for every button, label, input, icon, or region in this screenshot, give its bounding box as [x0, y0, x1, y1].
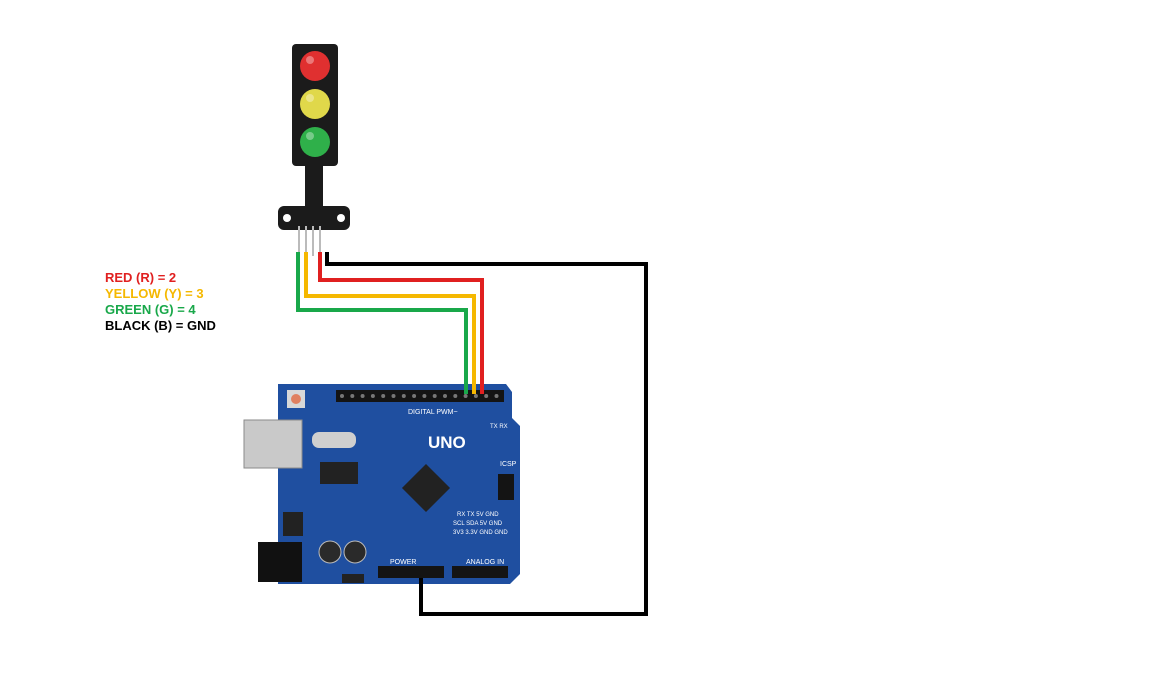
header-pin — [473, 394, 478, 398]
board-pcb — [278, 384, 520, 584]
header-pin — [432, 394, 437, 398]
digital-header-label: DIGITAL PWM~ — [408, 409, 458, 416]
crystal — [312, 432, 356, 448]
power-header-label: POWER — [390, 559, 416, 566]
yellow-wire — [304, 252, 476, 394]
digital-header — [336, 390, 504, 402]
header-pin — [350, 394, 355, 398]
tx-rx-label: TX RX — [490, 424, 508, 430]
header-pin — [463, 394, 468, 398]
traffic-light-module — [278, 44, 350, 256]
mount-hole-right — [337, 214, 345, 222]
microcontroller-chip — [401, 463, 451, 513]
module-pin — [312, 226, 314, 256]
header-pin — [412, 394, 417, 398]
black-wire — [325, 252, 648, 616]
header-pin — [391, 394, 396, 398]
usb-chip — [320, 462, 358, 484]
red-wire — [318, 252, 484, 394]
capacitor-2 — [343, 540, 367, 564]
traffic-light-stem — [305, 160, 323, 210]
header-pin — [340, 394, 344, 398]
arduino-uno-board: UNO DIGITAL PWM~ POWER ANALOG IN ICSP TX… — [243, 384, 520, 584]
analog-header-label: ANALOG IN — [466, 559, 504, 566]
header-pin — [453, 394, 458, 398]
red-lamp — [300, 51, 330, 81]
diode — [342, 574, 364, 583]
reset-button-cap — [291, 394, 301, 404]
icsp-header — [498, 474, 514, 500]
green-wire — [296, 252, 468, 394]
header-pin — [484, 394, 489, 398]
board-name: UNO — [428, 433, 466, 452]
yellow-lamp — [300, 89, 330, 119]
mount-hole-left — [283, 214, 291, 222]
header-pin — [443, 394, 447, 398]
header-pin — [494, 394, 499, 398]
aux-pin-label-2: SCL SDA 5V GND — [453, 521, 503, 527]
green-lamp — [300, 127, 330, 157]
header-pin — [370, 394, 375, 398]
aux-pin-label-1: RX TX 5V GND — [457, 512, 499, 518]
module-pin — [298, 226, 300, 256]
module-pin — [305, 226, 307, 256]
yellow-lamp-shine — [306, 94, 314, 102]
header-pin — [422, 394, 427, 398]
pin-legend: RED (R) = 2 YELLOW (Y) = 3 GREEN (G) = 4… — [105, 270, 216, 334]
aux-pin-label-3: 3V3 3.3V GND GND — [453, 530, 508, 536]
icsp-label: ICSP — [500, 461, 517, 468]
analog-header — [452, 566, 508, 578]
legend-red: RED (R) = 2 — [105, 270, 177, 285]
module-pin — [319, 226, 321, 256]
digital-header-pins — [340, 394, 499, 398]
legend-yellow: YELLOW (Y) = 3 — [105, 286, 204, 301]
wires — [296, 252, 648, 616]
power-header — [378, 566, 444, 578]
legend-green: GREEN (G) = 4 — [105, 302, 196, 317]
green-lamp-shine — [306, 132, 314, 140]
traffic-light-base — [278, 206, 350, 230]
legend-black: BLACK (B) = GND — [105, 318, 216, 333]
power-jack — [258, 542, 302, 582]
red-lamp-shine — [306, 56, 314, 64]
capacitor-1 — [318, 540, 342, 564]
usb-port — [243, 419, 303, 469]
header-pin — [401, 394, 406, 398]
header-pin — [381, 394, 386, 398]
regulator — [283, 512, 303, 536]
header-pin — [360, 394, 365, 398]
